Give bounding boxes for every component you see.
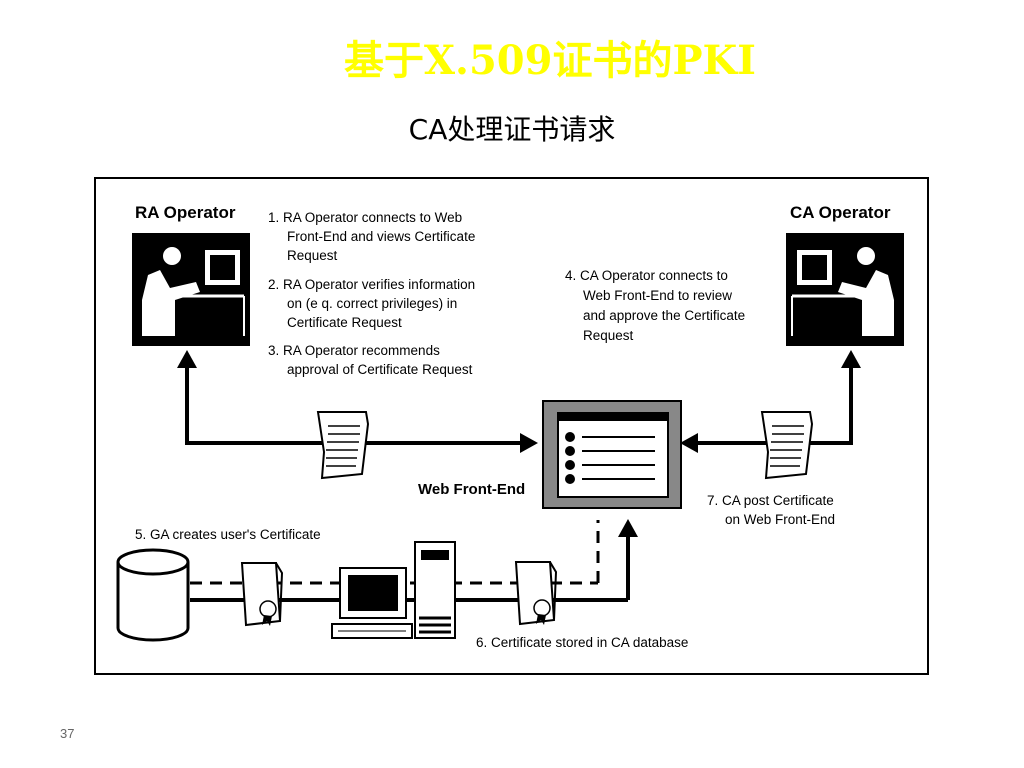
ra-operator-icon xyxy=(132,233,250,346)
user-certificate-left xyxy=(241,562,283,627)
step1-line2: Front-End and views Certificate xyxy=(287,229,475,244)
step2-line3: Certificate Request xyxy=(287,315,402,330)
step4-line3: and approve the Certificate xyxy=(583,308,745,323)
step3-line2: approval of Certificate Request xyxy=(287,362,473,377)
step4-line4: Request xyxy=(583,328,634,343)
step4-line2: Web Front-End to review xyxy=(583,288,732,303)
ca-operator-icon xyxy=(786,233,904,346)
user-certificate-right xyxy=(515,561,557,626)
step4-line1: 4. CA Operator connects to xyxy=(565,268,728,283)
arrow-wfe-to-ra xyxy=(177,350,538,453)
step7-line2: on Web Front-End xyxy=(725,512,835,527)
slide-number: 37 xyxy=(60,726,75,741)
certificate-request-document-left xyxy=(317,411,369,479)
step3-line1: 3. RA Operator recommends xyxy=(268,343,440,358)
step-4: 4. CA Operator connects to Web Front-End… xyxy=(565,268,745,343)
ca-database-icon xyxy=(116,548,190,642)
step7-line1: 7. CA post Certificate xyxy=(707,493,834,508)
certificate-request-document-right xyxy=(761,411,813,479)
step2-line1: 2. RA Operator verifies information xyxy=(268,277,475,292)
step1-line3: Request xyxy=(287,248,338,263)
web-front-end-icon xyxy=(542,400,682,509)
ra-operator-label: RA Operator xyxy=(135,203,236,222)
web-front-end-label: Web Front-End xyxy=(418,481,525,498)
slide-title: 基于X.509证书的PKI xyxy=(343,37,756,84)
step2-line2: on (e q. correct privileges) in xyxy=(287,296,457,311)
steps-1-3: 1. RA Operator connects to Web Front-End… xyxy=(268,210,475,377)
ca-workstation-icon xyxy=(331,541,456,639)
step1-line1: 1. RA Operator connects to Web xyxy=(268,210,462,225)
ca-operator-label: CA Operator xyxy=(790,203,891,222)
arrow-ca-to-wfe xyxy=(680,350,861,453)
slide-subtitle: CA处理证书请求 xyxy=(408,113,616,146)
step6-label: 6. Certificate stored in CA database xyxy=(476,635,688,650)
step5-label: 5. GA creates user's Certificate xyxy=(135,527,321,542)
